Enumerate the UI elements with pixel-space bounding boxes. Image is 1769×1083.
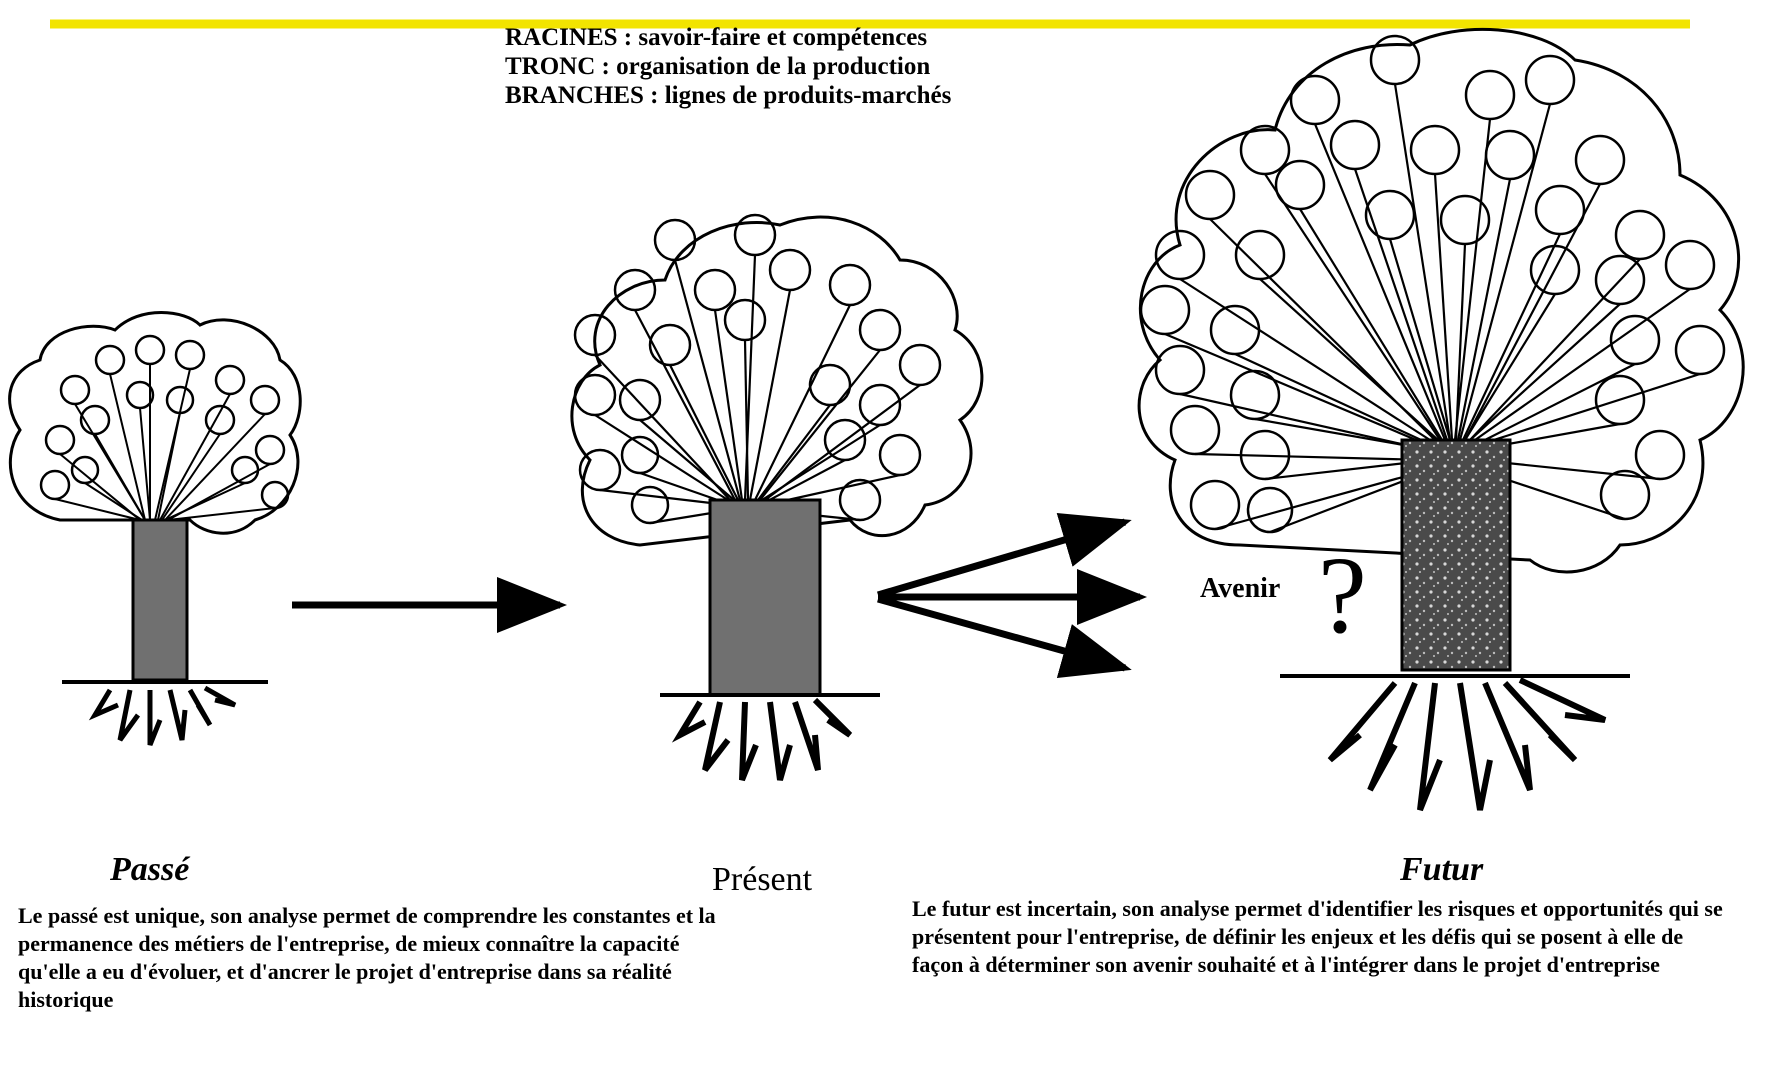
tree-past-icon	[10, 313, 301, 746]
trunk-present	[710, 500, 820, 695]
avenir-label: Avenir	[1200, 573, 1280, 605]
legend-branches: BRANCHES : lignes de produits-marchés	[505, 82, 951, 109]
trunk-future	[1402, 440, 1510, 670]
tree-present-icon	[572, 215, 982, 780]
legend-trunk: TRONC : organisation de la production	[505, 53, 930, 80]
stage-label-past: Passé	[110, 852, 189, 888]
caption-future: Le futur est incertain, son analyse perm…	[912, 895, 1732, 979]
trunk-past	[133, 520, 187, 680]
caption-past: Le passé est unique, son analyse permet …	[18, 902, 718, 1014]
legend-roots: RACINES : savoir-faire et compétences	[505, 24, 927, 51]
question-mark-icon: ?	[1318, 540, 1367, 650]
stage-label-future: Futur	[1400, 852, 1483, 888]
tree-future-icon	[1139, 29, 1743, 810]
stage-label-present: Présent	[712, 862, 812, 898]
